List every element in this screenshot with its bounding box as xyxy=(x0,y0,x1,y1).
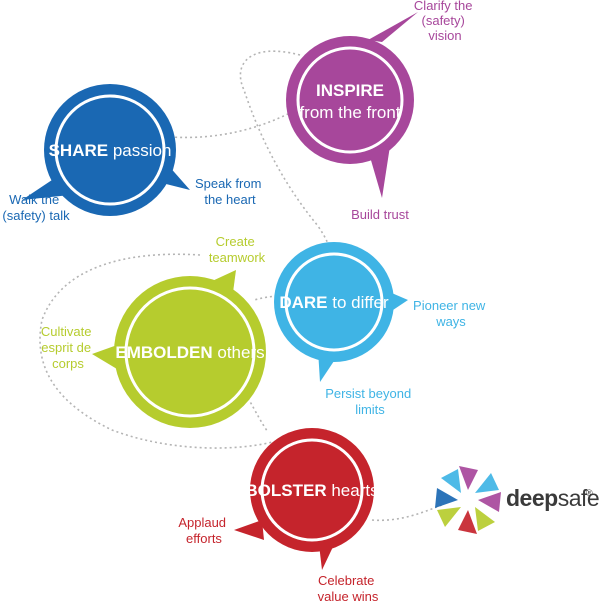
embolden-bubble: EMBOLDEN others xyxy=(92,270,266,428)
svg-text:BOLSTER hearts: BOLSTER hearts xyxy=(245,481,378,500)
share-rest: passion xyxy=(108,141,171,160)
registered-mark: ® xyxy=(586,488,593,498)
practice-bolster-2: Celebrate value wins xyxy=(318,573,379,604)
practice-dare-1: Pioneer new ways xyxy=(413,298,489,329)
deepsafe-logo: deepsafe ® xyxy=(435,466,600,534)
inspire-strong: INSPIRE xyxy=(316,81,384,100)
connector-bolster-logo xyxy=(371,503,445,522)
bolster-rest: hearts xyxy=(327,481,379,500)
practice-dare-2: Persist beyond limits xyxy=(325,386,415,417)
practice-inspire-1: Clarify the (safety) vision xyxy=(414,0,476,43)
star-burst-logo-icon xyxy=(435,466,501,534)
svg-text:DARE to differ: DARE to differ xyxy=(279,293,389,312)
svg-text:SHARE passion: SHARE passion xyxy=(49,141,172,160)
dare-rest: to differ xyxy=(328,293,389,312)
bolster-strong: BOLSTER xyxy=(245,481,326,500)
practice-share-2: Speak from the heart xyxy=(195,176,265,207)
practice-bolster-1: Applaud efforts xyxy=(178,515,229,546)
share-bubble: SHARE passion xyxy=(22,84,190,216)
embolden-rest: others xyxy=(213,343,265,362)
connector-embolden-bolster xyxy=(247,397,269,433)
logo-wordmark: deepsafe xyxy=(506,485,599,511)
connector-inspire-loop xyxy=(239,50,331,255)
embolden-strong: EMBOLDEN xyxy=(115,343,212,362)
practice-embolden-2: Cultivate esprit de corps xyxy=(41,324,95,371)
svg-text:INSPIRE: INSPIRE xyxy=(316,81,384,100)
dare-bubble: DARE to differ xyxy=(274,242,408,382)
inspire-line2: from the front xyxy=(299,103,400,122)
svg-text:EMBOLDEN others: EMBOLDEN others xyxy=(115,343,264,362)
inspire-bubble: INSPIRE from the front xyxy=(286,12,418,198)
connector-dare-embolden xyxy=(253,295,283,301)
practice-share-1: Walk the (safety) talk xyxy=(2,192,70,223)
bolster-bubble: BOLSTER hearts xyxy=(234,428,379,570)
practice-labels: Walk the (safety) talk Speak from the he… xyxy=(2,0,489,604)
practice-embolden-1: Create teamwork xyxy=(209,234,266,265)
practice-inspire-2: Build trust xyxy=(351,207,409,222)
share-strong: SHARE xyxy=(49,141,109,160)
connector-share-inspire xyxy=(169,111,293,139)
dare-strong: DARE xyxy=(279,293,327,312)
